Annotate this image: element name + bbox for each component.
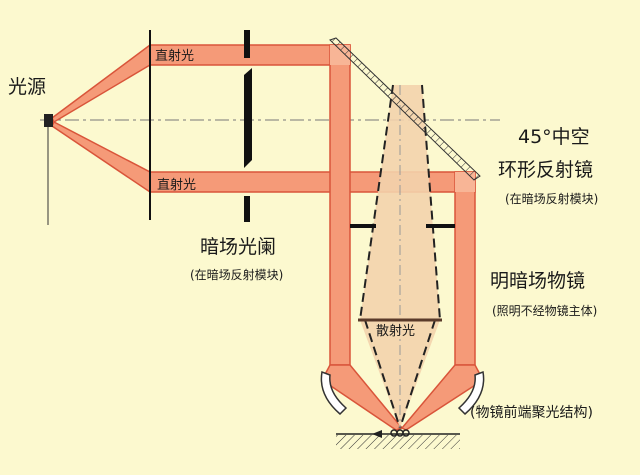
label-darkfield-stop-note: (在暗场反射模块) (190, 268, 284, 282)
darkfield-stop (244, 30, 252, 222)
label-light-source: 光源 (8, 76, 47, 98)
label-objective: 明暗场物镜 (490, 270, 586, 292)
scattered-light-cone (360, 85, 440, 428)
label-direct-light-bottom: 直射光 (157, 178, 197, 193)
label-mirror-note: (在暗场反射模块) (505, 192, 599, 206)
condenser-mirror-left (320, 370, 348, 416)
light-source-icon (44, 114, 53, 127)
label-mirror-title-2: 环形反射镜 (498, 159, 594, 181)
label-objective-note: (照明不经物镜主体) (492, 304, 598, 318)
label-scattered-light: 散射光 (376, 324, 416, 339)
condenser-mirror-right (457, 370, 485, 416)
sample-particle (390, 429, 410, 437)
label-mirror-title-1: 45°中空 (518, 126, 590, 148)
label-direct-light-top: 直射光 (155, 49, 195, 64)
label-condenser-note: (物镜前端聚光结构) (470, 405, 593, 421)
label-darkfield-stop: 暗场光阑 (200, 236, 277, 258)
annular-mirror (329, 37, 481, 181)
